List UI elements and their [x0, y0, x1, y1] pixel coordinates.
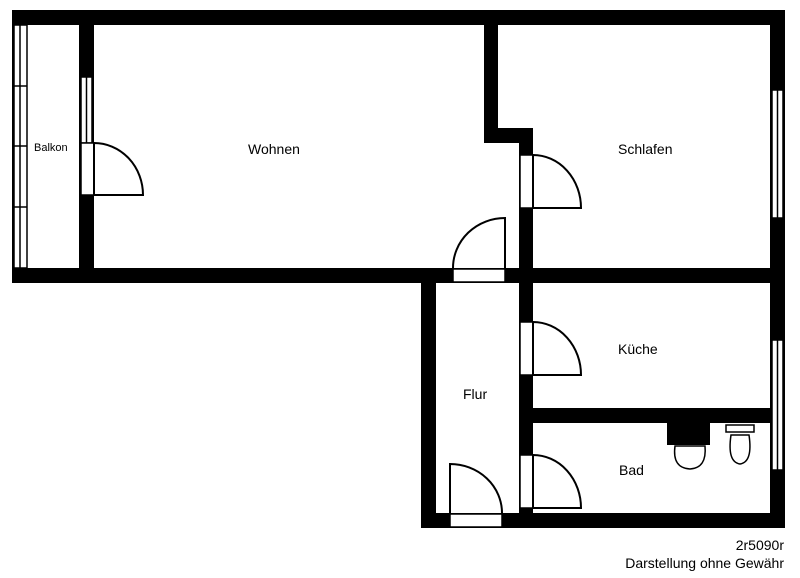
room-label-schlafen: Schlafen — [618, 141, 672, 157]
toilet-icon — [729, 434, 751, 465]
room-label-wohnen: Wohnen — [248, 141, 300, 157]
wall-flur-left — [421, 268, 436, 528]
windows — [13, 24, 784, 471]
disclaimer: Darstellung ohne Gewähr — [625, 555, 784, 571]
wall-bottom — [421, 513, 785, 528]
plan-code: 2r5090r — [735, 537, 784, 553]
fixtures — [667, 423, 755, 470]
bad-door — [519, 454, 583, 509]
room-label-balkon: Balkon — [34, 142, 68, 154]
doors — [80, 142, 583, 528]
kueche-door — [519, 321, 583, 376]
room-label-flur: Flur — [463, 386, 487, 402]
wall-top — [12, 10, 785, 25]
sink-counter — [667, 423, 710, 445]
schlafen-door — [519, 154, 583, 209]
room-label-kueche: Küche — [618, 341, 658, 357]
sink-icon — [673, 445, 706, 470]
room-label-bad: Bad — [619, 462, 644, 478]
walls — [12, 10, 785, 528]
wohnen-door — [452, 216, 506, 283]
balkon-door — [80, 142, 145, 196]
entrance-door — [449, 462, 503, 528]
wall-wohnen-schlafen — [484, 10, 498, 143]
wall-kueche-bad — [519, 408, 770, 423]
toilet-tank — [725, 424, 755, 433]
wall-upper-bottom — [12, 268, 785, 283]
